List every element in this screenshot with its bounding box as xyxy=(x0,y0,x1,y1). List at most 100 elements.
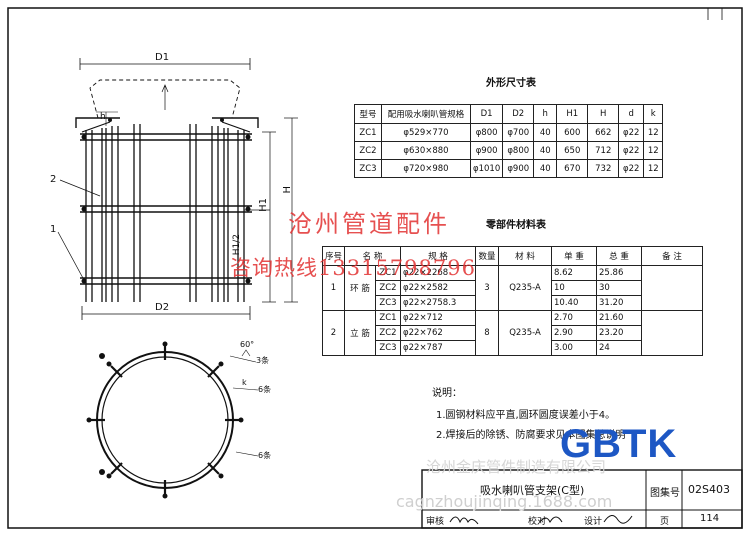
cell: 21.60 xyxy=(596,310,643,326)
table-row: ZC3 φ22×787 3.00 24 xyxy=(323,340,703,356)
cell: φ22×2758.3 xyxy=(400,295,477,311)
parts-table-title: 零部件材料表 xyxy=(486,220,546,231)
cell: φ22 xyxy=(618,123,645,142)
cell: 2 xyxy=(321,310,346,356)
cell: φ1010 xyxy=(469,159,504,178)
col-header: 备 注 xyxy=(641,246,704,266)
cell: 10.40 xyxy=(551,295,598,311)
label-d2: D2 xyxy=(155,302,170,313)
cell: φ800 xyxy=(469,123,504,142)
cell: ZC3 xyxy=(375,340,402,356)
cell: φ22×787 xyxy=(400,340,477,356)
cell: 1 xyxy=(321,265,346,311)
cell: φ900 xyxy=(469,141,504,160)
cell: ZC2 xyxy=(354,141,382,160)
cell: 31.20 xyxy=(596,295,643,311)
cell: 立 筋 xyxy=(344,310,377,356)
sheet-frame xyxy=(7,7,743,529)
cell: φ22 xyxy=(618,159,645,178)
cell: ZC3 xyxy=(375,295,402,311)
cell: 25.86 xyxy=(596,265,643,281)
label-weld-6-a: 6条 xyxy=(258,385,272,394)
atlas-label: 图集号 xyxy=(650,488,680,499)
cell: 3.00 xyxy=(551,340,598,356)
check-label: 校对 xyxy=(528,517,547,527)
cell: 2.90 xyxy=(551,325,598,341)
cell: 12 xyxy=(643,141,664,160)
label-weld-k-1: k xyxy=(242,378,247,387)
page-label: 页 xyxy=(660,517,670,527)
cell: 23.20 xyxy=(596,325,643,341)
table-row: ZC2 φ22×762 2.90 23.20 xyxy=(323,325,703,341)
cell: 40 xyxy=(533,159,558,178)
label-h: h xyxy=(100,112,106,122)
cell: φ720×980 xyxy=(381,159,471,178)
col-header: H xyxy=(587,104,620,124)
atlas-number: 02S403 xyxy=(688,483,730,496)
cell: φ22×2582 xyxy=(400,280,477,296)
label-d1: D1 xyxy=(155,52,170,63)
note-item-2: 2.焊接后的除锈、防腐要求见本图集总说明 xyxy=(436,430,626,441)
callout-2: 2 xyxy=(50,174,57,185)
cell: 10 xyxy=(551,280,598,296)
notes-title: 说明： xyxy=(432,388,462,399)
label-weld-6-b: 6条 xyxy=(258,451,272,460)
col-header: D2 xyxy=(502,104,535,124)
dim-table-header: 型号 配用吸水喇叭管规格 D1 D2 h H1 H d k xyxy=(354,104,664,124)
cell: 12 xyxy=(643,159,664,178)
col-header: h xyxy=(533,104,558,124)
col-header: 型号 xyxy=(354,104,382,124)
parts-table-header: 序号 名 称 规 格 数量 材 料 单 重 总 重 备 注 xyxy=(321,246,704,266)
review-label: 审核 xyxy=(426,517,445,527)
cell: 8.62 xyxy=(551,265,598,281)
watermark-url: cagnzhoujinqing.1688.com xyxy=(396,492,613,511)
cell: 40 xyxy=(533,141,558,160)
page-number: 114 xyxy=(700,513,720,524)
parts-table: 序号 名 称 规 格 数量 材 料 单 重 总 重 备 注 1 环 筋 ZC1 … xyxy=(321,246,704,356)
col-header: H1 xyxy=(556,104,589,124)
watermark-hotline: 咨询热线13315798796 xyxy=(230,256,476,280)
cell: 662 xyxy=(587,123,620,142)
cell: 600 xyxy=(556,123,589,142)
cell: φ900 xyxy=(502,159,535,178)
cell: ZC1 xyxy=(354,123,382,142)
note-item-1: 1.圆钢材料应平直,圆环圆度误差小于4。 xyxy=(436,410,616,421)
cell: φ529×770 xyxy=(381,123,471,142)
cell: 712 xyxy=(587,141,620,160)
cell: Q235-A xyxy=(498,310,553,356)
cell: 24 xyxy=(596,340,643,356)
cell: 环 筋 xyxy=(344,265,377,311)
table-row: ZC3 φ22×2758.3 10.40 31.20 xyxy=(323,295,703,311)
col-header: d xyxy=(618,104,645,124)
col-header: k xyxy=(643,104,664,124)
cell: 30 xyxy=(596,280,643,296)
cell: 8 xyxy=(475,310,500,356)
label-weld-3: 3条 xyxy=(256,356,270,365)
label-big-h: H xyxy=(282,186,293,194)
col-header: 总 重 xyxy=(596,246,643,266)
cell: φ22×712 xyxy=(400,310,477,326)
cell: 732 xyxy=(587,159,620,178)
cell: 12 xyxy=(643,123,664,142)
cell: φ22×762 xyxy=(400,325,477,341)
label-angle: 60° xyxy=(240,340,255,349)
table-row: 1 环 筋 ZC1 φ22×2268 3 Q235-A 8.62 25.86 xyxy=(321,265,704,311)
cell xyxy=(641,265,704,311)
callout-1: 1 xyxy=(50,224,57,235)
cell: 3 xyxy=(475,265,500,311)
col-header: D1 xyxy=(469,104,504,124)
cell: ZC3 xyxy=(354,159,382,178)
watermark-logo: GBTK xyxy=(560,422,678,466)
col-header: 数量 xyxy=(475,246,500,266)
drawing-title: 吸水喇叭管支架(C型) xyxy=(480,484,585,497)
cell: ZC2 xyxy=(375,325,402,341)
col-header: 材 料 xyxy=(498,246,553,266)
cell: 2.70 xyxy=(551,310,598,326)
table-row: 2 立 筋 ZC1 φ22×712 8 Q235-A 2.70 21.60 xyxy=(321,310,704,356)
